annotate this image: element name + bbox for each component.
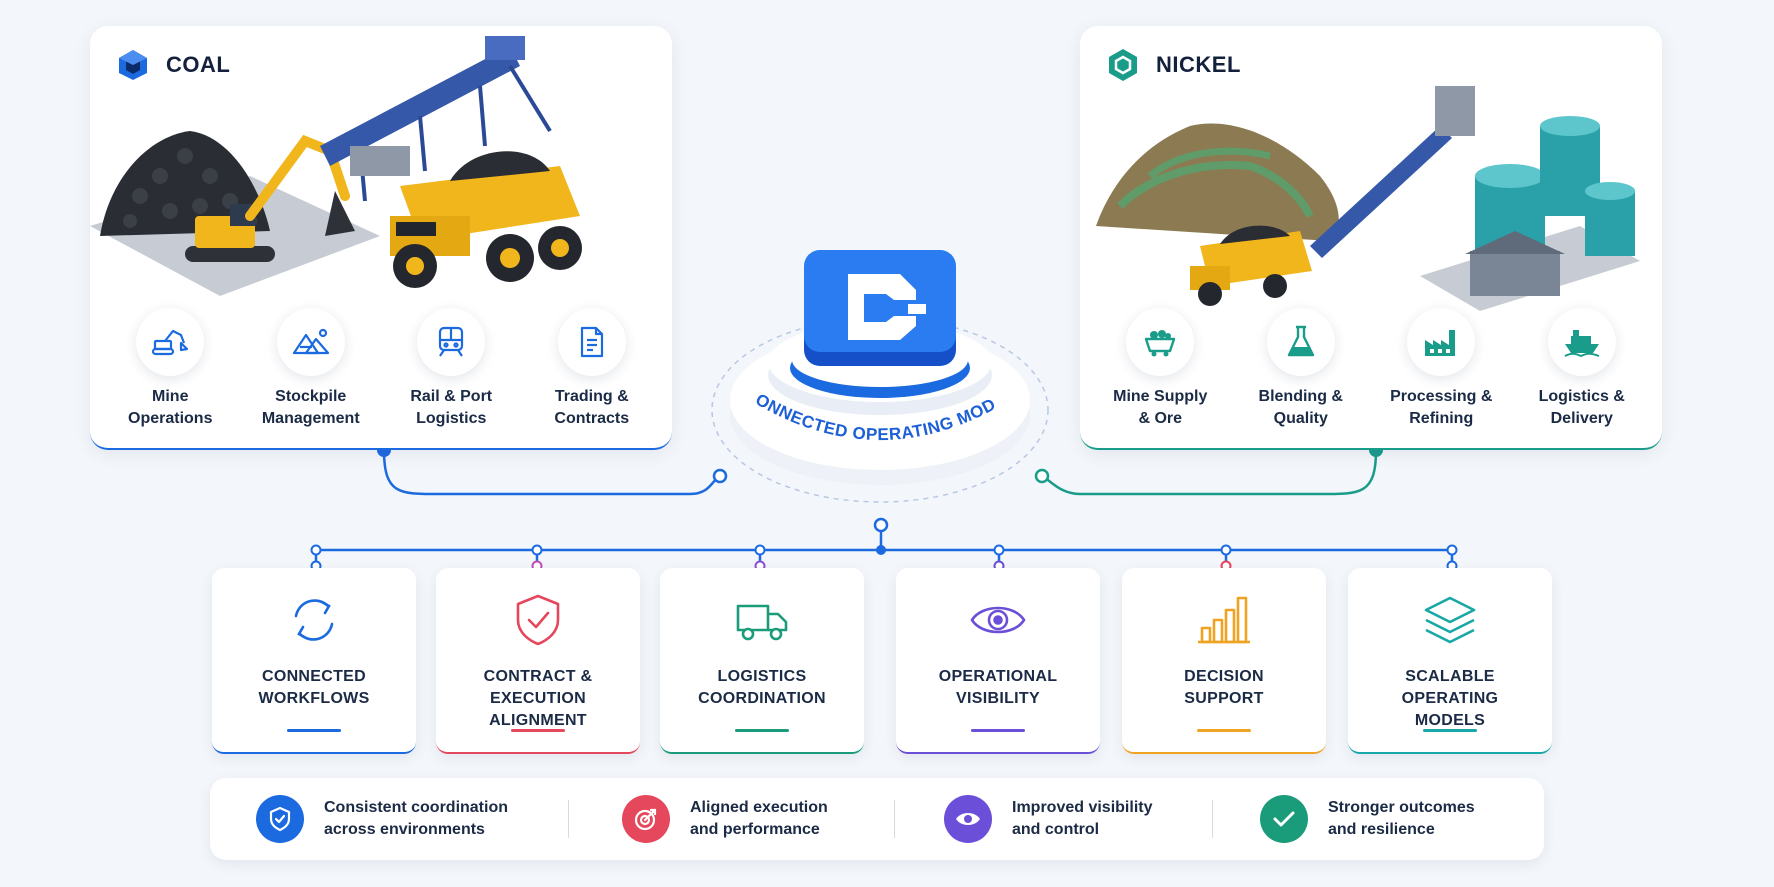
coal-panel: COAL Mine Operations xyxy=(90,26,672,450)
nickel-item-logistics[interactable]: Logistics & Delivery xyxy=(1517,308,1647,430)
card-label: LOGISTICS COORDINATION xyxy=(698,668,826,707)
benefit-stronger-outcomes: Stronger outcomes and resilience xyxy=(1260,795,1475,843)
coal-item-label: Mine Operations xyxy=(128,388,213,427)
card-label: OPERATIONAL VISIBILITY xyxy=(938,668,1058,707)
benefit-aligned-execution: Aligned execution and performance xyxy=(622,795,828,843)
card-decision-support[interactable]: DECISION SUPPORT xyxy=(1122,568,1326,754)
nickel-item-label: Blending & Quality xyxy=(1258,388,1343,427)
nickel-item-label: Mine Supply & Ore xyxy=(1113,388,1208,427)
check-icon xyxy=(1273,811,1295,827)
card-accent-rule xyxy=(287,729,341,732)
nickel-header: NICKEL xyxy=(1106,48,1241,82)
card-logistics-coordination[interactable]: LOGISTICS COORDINATION xyxy=(660,568,864,754)
coal-item-rail-port[interactable]: Rail & Port Logistics xyxy=(386,308,516,430)
card-accent-rule xyxy=(971,729,1025,732)
coal-item-label: Stockpile Management xyxy=(261,388,360,427)
coal-items: Mine Operations Stockpile Management xyxy=(90,308,672,430)
coal-title: COAL xyxy=(166,52,231,77)
connected-operating-model-hub: CONNECTED OPERATING MODEL xyxy=(680,250,1049,503)
mine-cart-icon xyxy=(1145,330,1176,357)
shield-check-icon xyxy=(269,806,291,832)
benefit-consistent-coordination: Consistent coordination across environme… xyxy=(256,795,508,843)
card-label: CONTRACT & EXECUTION ALIGNMENT xyxy=(483,668,593,729)
coal-item-trading[interactable]: Trading & Contracts xyxy=(527,308,657,430)
benefits-bar: Consistent coordination across environme… xyxy=(210,778,1544,860)
coal-item-label: Trading & Contracts xyxy=(554,388,630,427)
card-accent-rule xyxy=(735,729,789,732)
coal-item-label: Rail & Port Logistics xyxy=(410,388,493,427)
nickel-processing-illustration xyxy=(1096,86,1640,311)
coal-mining-illustration xyxy=(90,36,582,296)
divider xyxy=(568,800,569,838)
coal-item-mine-operations[interactable]: Mine Operations xyxy=(105,308,235,430)
flask-icon xyxy=(1287,325,1314,357)
card-contract-execution[interactable]: CONTRACT & EXECUTION ALIGNMENT xyxy=(436,568,640,754)
benefit-label: Improved visibility and control xyxy=(1012,799,1153,838)
card-connected-workflows[interactable]: CONNECTED WORKFLOWS xyxy=(212,568,416,754)
train-icon xyxy=(439,326,464,357)
nickel-item-processing[interactable]: Processing & Refining xyxy=(1376,308,1506,430)
card-accent-rule xyxy=(1197,729,1251,732)
capability-cards: CONNECTED WORKFLOWS CONTRACT & EXECUTION… xyxy=(212,568,1552,754)
card-label: DECISION SUPPORT xyxy=(1184,668,1264,707)
card-accent-rule xyxy=(1423,729,1477,732)
excavator-icon xyxy=(152,329,189,356)
divider xyxy=(894,800,895,838)
card-accent-rule xyxy=(511,729,565,732)
card-label: SCALABLE OPERATING MODELS xyxy=(1401,668,1499,729)
nickel-item-mine-supply[interactable]: Mine Supply & Ore xyxy=(1095,308,1225,430)
nickel-item-label: Logistics & Delivery xyxy=(1538,388,1625,427)
coal-header: COAL xyxy=(116,48,230,82)
truck-icon xyxy=(736,604,788,641)
eye-icon xyxy=(956,813,980,825)
ship-icon xyxy=(1564,330,1600,358)
factory-icon xyxy=(1425,330,1456,356)
eye-icon xyxy=(970,606,1026,634)
benefit-label: Aligned execution and performance xyxy=(690,799,828,838)
target-icon xyxy=(634,808,657,831)
nickel-item-blending[interactable]: Blending & Quality xyxy=(1236,308,1366,430)
benefit-label: Consistent coordination across environme… xyxy=(324,799,508,838)
card-operational-visibility[interactable]: OPERATIONAL VISIBILITY xyxy=(896,568,1100,754)
shield-check-icon xyxy=(516,594,560,646)
card-label: CONNECTED WORKFLOWS xyxy=(258,668,370,707)
document-icon xyxy=(580,326,603,358)
stockpile-icon xyxy=(292,328,329,355)
bar-chart-icon xyxy=(1198,596,1250,644)
cube-icon xyxy=(119,50,147,80)
cycle-arrows-icon xyxy=(294,599,334,641)
nickel-items: Mine Supply & Ore Blending & Quality Pro… xyxy=(1080,308,1662,430)
benefit-improved-visibility: Improved visibility and control xyxy=(944,795,1152,843)
coal-item-stockpile[interactable]: Stockpile Management xyxy=(246,308,376,430)
nickel-item-label: Processing & Refining xyxy=(1390,388,1493,427)
benefit-label: Stronger outcomes and resilience xyxy=(1328,799,1475,838)
nickel-panel: NICKEL Mine Supply & Ore Blending & Qual… xyxy=(1080,26,1662,450)
card-scalable-operating-models[interactable]: SCALABLE OPERATING MODELS xyxy=(1348,568,1552,754)
nickel-title: NICKEL xyxy=(1156,52,1241,77)
hexagon-icon xyxy=(1109,49,1137,81)
divider xyxy=(1212,800,1213,838)
layers-icon xyxy=(1424,596,1476,644)
